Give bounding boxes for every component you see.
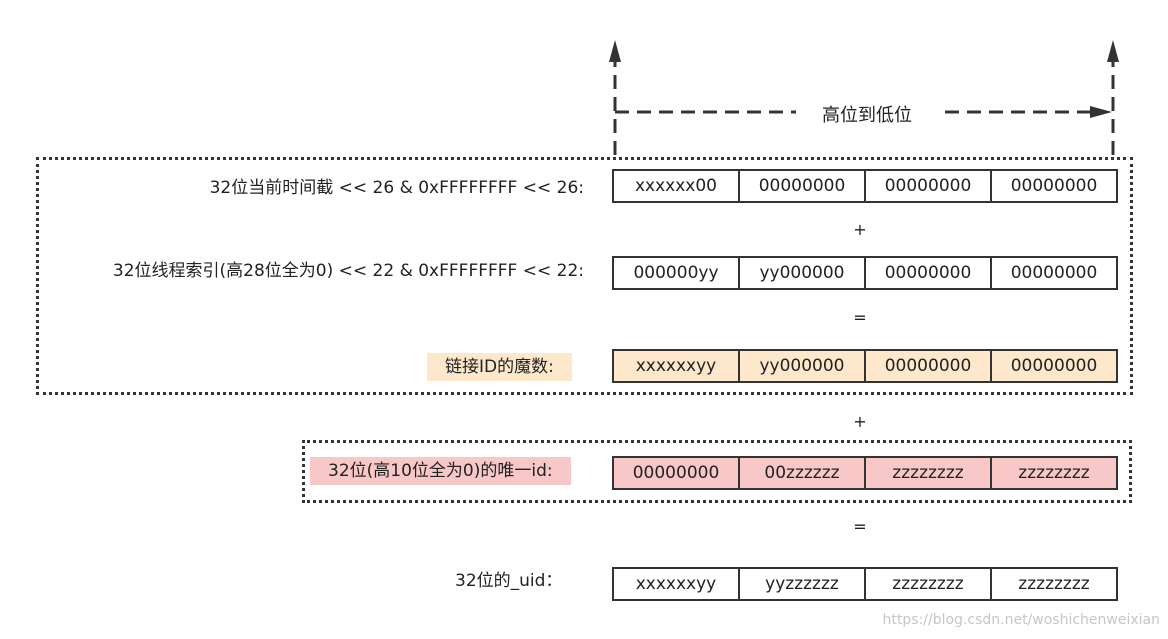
bit-cell: 00000000 xyxy=(990,256,1118,290)
bit-cell: 00000000 xyxy=(990,349,1118,383)
bit-cell: 00000000 xyxy=(864,169,992,203)
bit-cell: yy000000 xyxy=(738,349,866,383)
plus-operator: + xyxy=(840,405,880,439)
bit-row-uid: xxxxxxyy yyzzzzzz zzzzzzzz zzzzzzzz xyxy=(612,567,1118,601)
equals-operator: = xyxy=(840,510,880,550)
unique-id-group-box xyxy=(302,440,1132,503)
bit-cell: 00000000 xyxy=(990,169,1118,203)
plus-operator: + xyxy=(840,213,880,247)
row-label-timestamp: 32位当前时间截 << 26 & 0xFFFFFFFF << 26: xyxy=(209,178,584,198)
top-group-box xyxy=(36,157,1133,395)
bit-cell: 00000000 xyxy=(864,256,992,290)
bit-cell: xxxxxx00 xyxy=(612,169,740,203)
bit-cell: 00zzzzzz xyxy=(738,456,866,490)
right-up-arrowhead xyxy=(1107,40,1119,62)
row-label-magic-number: 链接ID的魔数: xyxy=(427,353,572,381)
bit-cell: 00000000 xyxy=(612,456,740,490)
bit-cell: yy000000 xyxy=(738,256,866,290)
direction-label: 高位到低位 xyxy=(796,101,938,131)
row-label-thread-index: 32位线程索引(高28位全为0) << 22 & 0xFFFFFFFF << 2… xyxy=(112,261,584,281)
bit-cell: zzzzzzzz xyxy=(990,567,1118,601)
watermark: https://blog.csdn.net/woshichenweixian xyxy=(882,612,1160,628)
row-label-unique-id: 32位(高10位全为0)的唯一id: xyxy=(310,457,571,485)
bit-cell: yyzzzzzz xyxy=(738,567,866,601)
bit-cell: 000000yy xyxy=(612,256,740,290)
right-arrowhead xyxy=(1090,106,1112,118)
bit-cell: xxxxxxyy xyxy=(612,349,740,383)
bit-row-timestamp: xxxxxx00 00000000 00000000 00000000 xyxy=(612,169,1118,203)
row-label-uid: 32位的_uid： xyxy=(437,567,581,595)
bit-row-thread-index: 000000yy yy000000 00000000 00000000 xyxy=(612,256,1118,290)
bit-cell: zzzzzzzz xyxy=(864,456,992,490)
equals-operator: = xyxy=(840,301,880,335)
bit-cell: 00000000 xyxy=(738,169,866,203)
bit-cell: zzzzzzzz xyxy=(864,567,992,601)
bit-row-unique-id: 00000000 00zzzzzz zzzzzzzz zzzzzzzz xyxy=(612,456,1118,490)
left-up-arrowhead xyxy=(609,40,621,62)
bit-cell: xxxxxxyy xyxy=(612,567,740,601)
bit-row-magic-number: xxxxxxyy yy000000 00000000 00000000 xyxy=(612,349,1118,383)
bit-cell: 00000000 xyxy=(864,349,992,383)
bit-cell: zzzzzzzz xyxy=(990,456,1118,490)
